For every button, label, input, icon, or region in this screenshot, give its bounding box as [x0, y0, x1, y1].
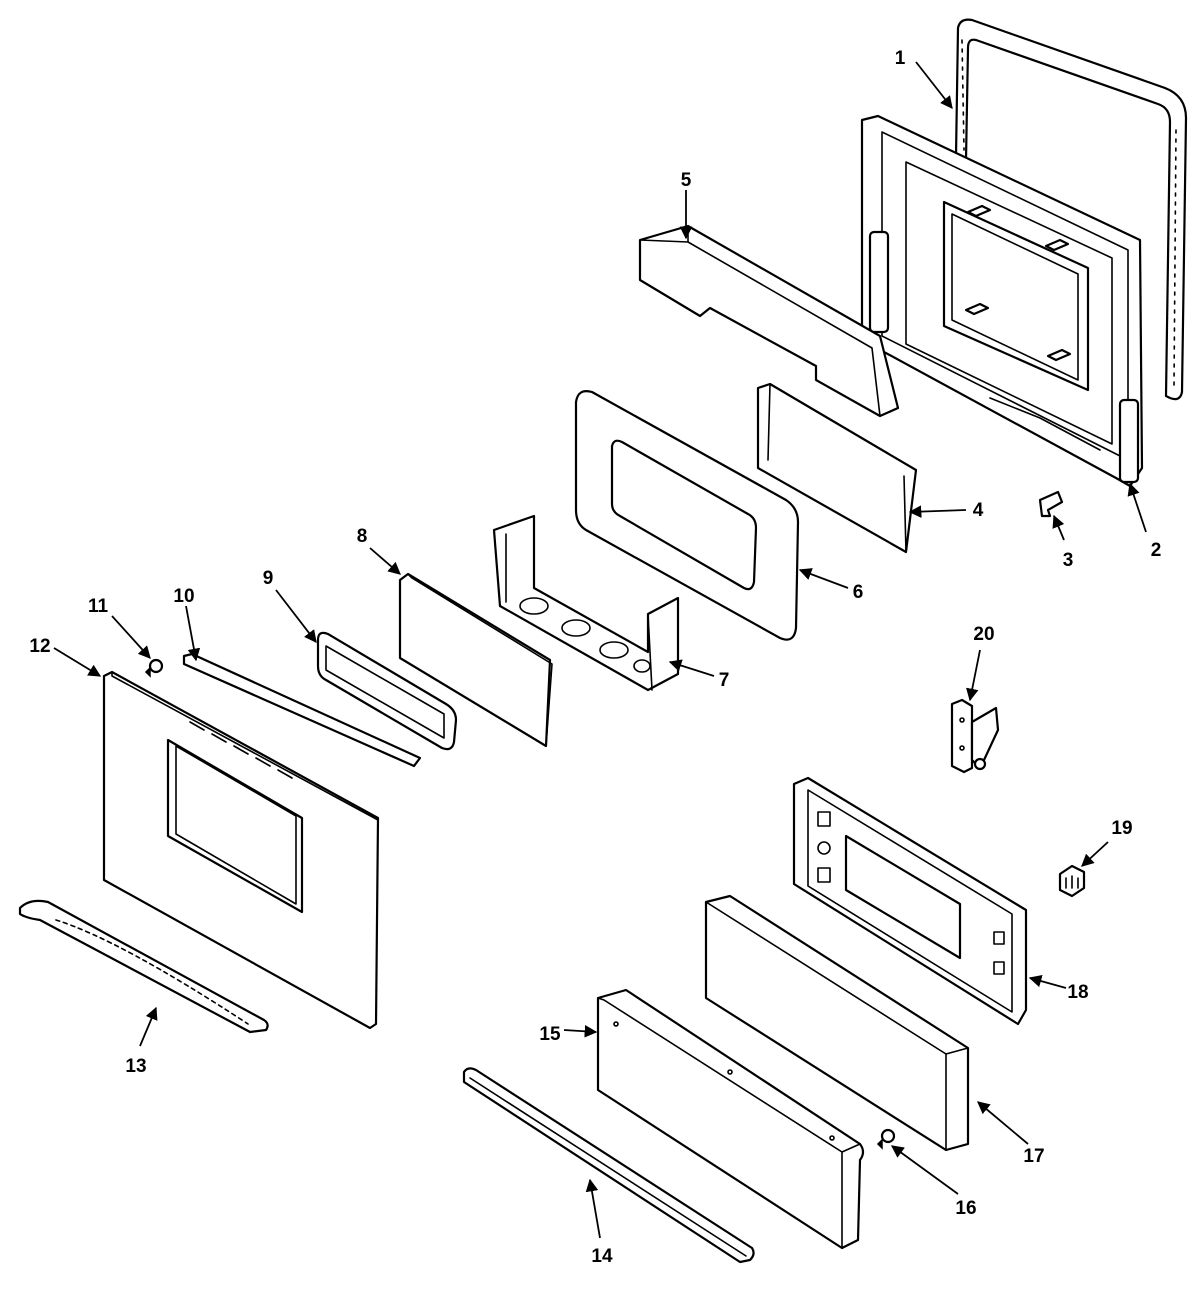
leader-11 [111, 615, 151, 659]
leader-7 [668, 659, 715, 677]
callout-labels: 1 2 3 4 5 6 7 8 9 10 11 12 13 14 15 16 1… [29, 48, 1161, 1267]
leader-lines [53, 61, 1147, 1239]
part-17-drawer-liner [704, 894, 970, 1152]
callout-10: 10 [173, 586, 194, 607]
part-12-outer-door [102, 670, 380, 1030]
callout-4: 4 [973, 500, 984, 521]
callout-20: 20 [973, 624, 994, 645]
leader-15 [563, 1025, 598, 1038]
part-6-middle-panel [574, 390, 800, 641]
leader-10 [185, 605, 201, 662]
callout-9: 9 [263, 568, 274, 589]
callout-6: 6 [853, 582, 864, 603]
callout-11: 11 [88, 596, 109, 617]
leader-19 [1081, 841, 1109, 867]
leader-2 [1127, 482, 1147, 533]
leader-14 [585, 1178, 601, 1239]
part-9-gasket [316, 631, 458, 751]
callout-15: 15 [539, 1024, 561, 1045]
part-18-drawer-frame [792, 776, 1028, 1026]
leader-20 [966, 649, 981, 702]
part-8-glass [398, 572, 553, 748]
callout-12: 12 [29, 636, 50, 657]
callout-18: 18 [1067, 982, 1088, 1003]
leader-3 [1052, 514, 1065, 541]
leader-4 [908, 505, 967, 518]
part-19-clip [1058, 864, 1086, 898]
leader-6 [798, 568, 849, 589]
part-16-screw [876, 1128, 896, 1150]
part-13-handle [18, 899, 269, 1034]
part-14-drawer-trim [462, 1067, 755, 1264]
part-1-gasket [954, 18, 1188, 401]
callout-13: 13 [125, 1056, 146, 1077]
callout-14: 14 [591, 1246, 613, 1267]
callout-8: 8 [357, 526, 368, 547]
callout-2: 2 [1151, 540, 1162, 561]
callout-19: 19 [1111, 818, 1132, 839]
part-7-insulation-shield [492, 514, 680, 692]
callout-1: 1 [895, 48, 906, 69]
callout-7: 7 [719, 670, 730, 691]
part-11-screw [144, 658, 164, 678]
leader-13 [139, 1006, 158, 1047]
leader-8 [369, 547, 401, 575]
part-20-hinge [950, 698, 1000, 774]
part-15-drawer-front [596, 988, 865, 1250]
leader-12 [53, 647, 102, 677]
part-3-clip [1038, 490, 1064, 518]
callout-3: 3 [1063, 550, 1074, 571]
part-2-inner-door [860, 114, 1144, 488]
callout-5: 5 [681, 170, 692, 191]
callout-17: 17 [1023, 1146, 1044, 1167]
leader-16 [890, 1145, 959, 1195]
leader-18 [1028, 974, 1067, 989]
leader-17 [977, 1101, 1029, 1145]
leader-9 [275, 589, 317, 643]
leader-1 [915, 61, 953, 109]
callout-16: 16 [955, 1198, 976, 1219]
